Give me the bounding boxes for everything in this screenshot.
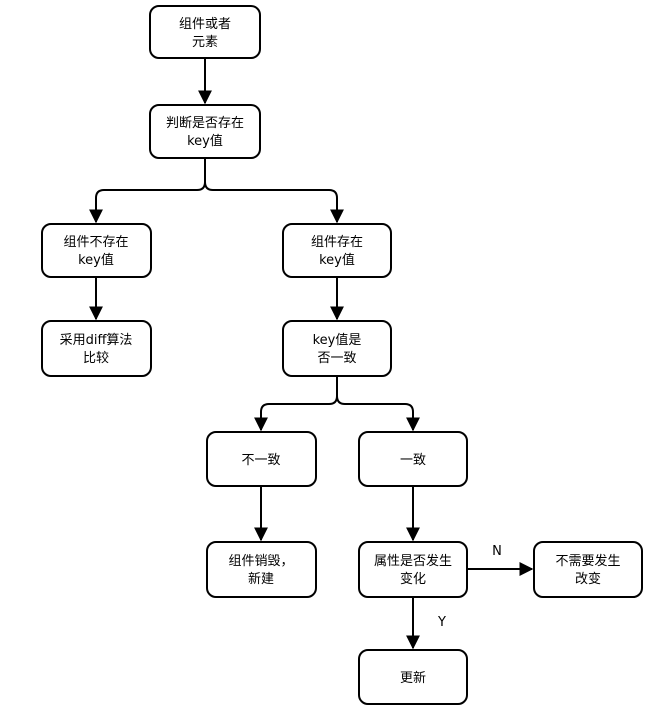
- edge-attr-changed-to-no-change: N: [467, 544, 534, 576]
- svg-text:组件存在: 组件存在: [311, 235, 363, 250]
- node-check-key: 判断是否存在 key值: [149, 104, 261, 159]
- svg-text:变化: 变化: [400, 571, 426, 587]
- node-start: 组件或者 元素: [149, 5, 261, 59]
- svg-text:key值: key值: [78, 252, 114, 268]
- svg-text:key值: key值: [187, 133, 223, 149]
- node-no-key: 组件不存在 key值: [41, 223, 152, 278]
- svg-text:更新: 更新: [400, 670, 426, 686]
- svg-text:不需要发生: 不需要发生: [555, 553, 620, 569]
- svg-text:否一致: 否一致: [317, 351, 356, 366]
- svg-text:属性是否发生: 属性是否发生: [374, 553, 452, 569]
- node-diff: 采用diff算法 比较: [41, 320, 152, 377]
- svg-text:组件或者: 组件或者: [179, 17, 231, 32]
- edge-check-key-to-no-key: [89, 158, 206, 224]
- svg-text:key值是: key值是: [313, 332, 362, 348]
- node-destroy: 组件销毁， 新建: [206, 541, 317, 598]
- node-key-same: key值是 否一致: [282, 320, 392, 377]
- node-attr-changed: 属性是否发生 变化: [358, 541, 468, 598]
- edge-key-same-to-consistent: [336, 395, 420, 432]
- node-no-change: 不需要发生 改变: [533, 541, 643, 598]
- svg-text:组件销毁，: 组件销毁，: [228, 554, 293, 569]
- edge-key-same-to-inconsistent: [254, 376, 338, 432]
- svg-text:不一致: 不一致: [241, 453, 280, 468]
- node-update: 更新: [358, 649, 468, 705]
- edge-label-n: N: [492, 544, 502, 559]
- svg-text:采用diff算法: 采用diff算法: [60, 333, 133, 348]
- svg-text:新建: 新建: [248, 571, 274, 587]
- svg-text:元素: 元素: [192, 35, 218, 50]
- edge-attr-changed-to-update: Y: [406, 597, 446, 650]
- svg-text:一致: 一致: [400, 453, 426, 468]
- svg-text:改变: 改变: [575, 571, 601, 587]
- svg-text:key值: key值: [319, 252, 355, 268]
- svg-text:判断是否存在: 判断是否存在: [166, 116, 244, 131]
- node-consistent: 一致: [358, 431, 468, 487]
- svg-text:组件不存在: 组件不存在: [63, 235, 128, 250]
- node-has-key: 组件存在 key值: [282, 223, 392, 278]
- edge-label-y: Y: [437, 615, 446, 630]
- svg-text:比较: 比较: [83, 351, 109, 366]
- node-inconsistent: 不一致: [206, 431, 317, 487]
- edge-check-key-to-has-key: [204, 181, 344, 224]
